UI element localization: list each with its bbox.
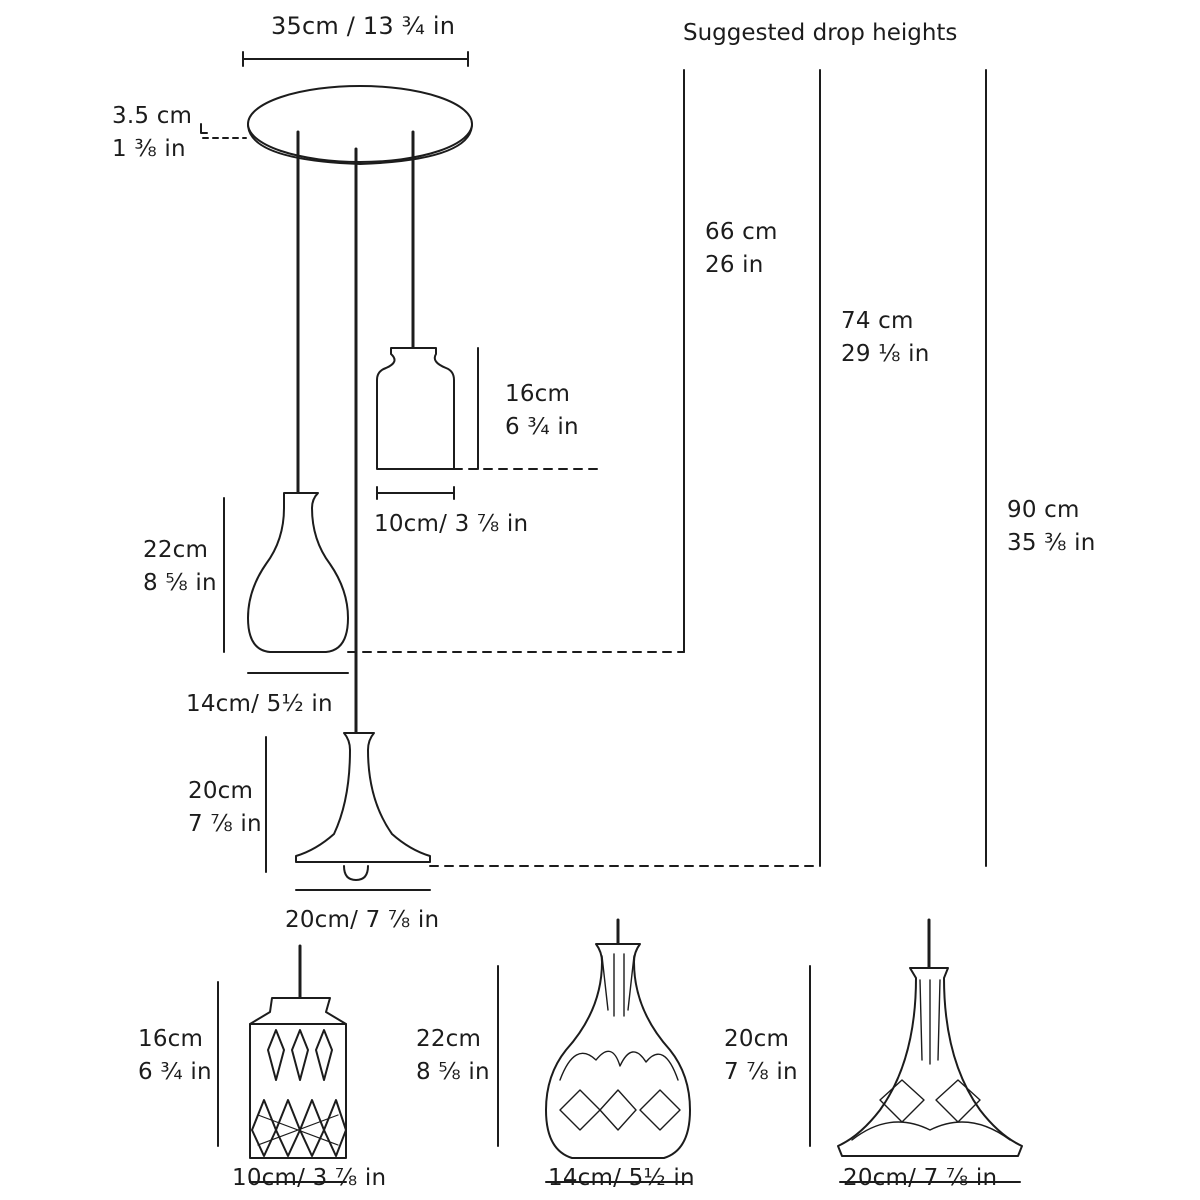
crystal-small-width: 10cm/ 3 ⅞ in xyxy=(232,1165,387,1191)
height-in: 6 ¾ in xyxy=(505,414,579,440)
drop-height-66: 66 cm 26 in xyxy=(705,216,778,282)
small-pendant-height: 16cm 6 ¾ in xyxy=(505,378,579,444)
height-cm: 22cm xyxy=(143,537,209,563)
crystal-medium-height: 22cm 8 ⅝ in xyxy=(416,1023,490,1089)
medium-pendant-width: 14cm/ 5½ in xyxy=(186,691,333,717)
drop-height-cm: 90 cm xyxy=(1007,497,1080,523)
drop-height-in: 35 ⅜ in xyxy=(1007,530,1096,556)
drop-heights-heading: Suggested drop heights xyxy=(683,20,958,46)
crystal-shade-medium xyxy=(497,918,691,1183)
drop-height-in: 29 ⅛ in xyxy=(841,341,930,367)
small-bottle-pendant xyxy=(376,347,599,500)
height-cm: 16cm xyxy=(505,381,571,407)
crystal-medium-width: 14cm/ 5½ in xyxy=(548,1165,695,1191)
crystal-shade-small xyxy=(217,944,347,1183)
canopy-depth-in: 1 ⅜ in xyxy=(112,136,186,162)
height-in: 7 ⅞ in xyxy=(188,811,262,837)
medium-pendant-height: 22cm 8 ⅝ in xyxy=(143,534,217,600)
medium-decanter-pendant xyxy=(223,492,685,674)
drop-height-90: 90 cm 35 ⅜ in xyxy=(1007,494,1096,560)
height-in: 8 ⅝ in xyxy=(416,1059,490,1085)
height-cm: 22cm xyxy=(416,1026,482,1052)
small-pendant-width: 10cm/ 3 ⅞ in xyxy=(374,511,529,537)
drop-height-cm: 66 cm xyxy=(705,219,778,245)
canopy-depth-label: 3.5 cm 1 ⅜ in xyxy=(112,100,192,166)
height-in: 6 ¾ in xyxy=(138,1059,212,1085)
crystal-shade-large xyxy=(809,918,1023,1183)
large-flared-pendant xyxy=(265,732,821,891)
large-pendant-width: 20cm/ 7 ⅞ in xyxy=(285,907,440,933)
height-cm: 16cm xyxy=(138,1026,204,1052)
height-in: 7 ⅞ in xyxy=(724,1059,798,1085)
height-cm: 20cm xyxy=(724,1026,790,1052)
canopy-width-label: 35cm / 13 ¾ in xyxy=(271,12,456,40)
height-cm: 20cm xyxy=(188,778,254,804)
drop-height-74: 74 cm 29 ⅛ in xyxy=(841,305,930,371)
canopy-depth-cm: 3.5 cm xyxy=(112,103,193,129)
crystal-small-height: 16cm 6 ¾ in xyxy=(138,1023,212,1089)
large-pendant-height: 20cm 7 ⅞ in xyxy=(188,775,262,841)
crystal-large-height: 20cm 7 ⅞ in xyxy=(724,1023,798,1089)
drop-height-lines xyxy=(683,69,987,867)
drop-height-in: 26 in xyxy=(705,252,764,278)
ceiling-canopy xyxy=(200,51,473,165)
crystal-large-width: 20cm/ 7 ⅞ in xyxy=(843,1165,998,1191)
drop-height-cm: 74 cm xyxy=(841,308,914,334)
pendant-cables xyxy=(296,130,415,735)
height-in: 8 ⅝ in xyxy=(143,570,217,596)
